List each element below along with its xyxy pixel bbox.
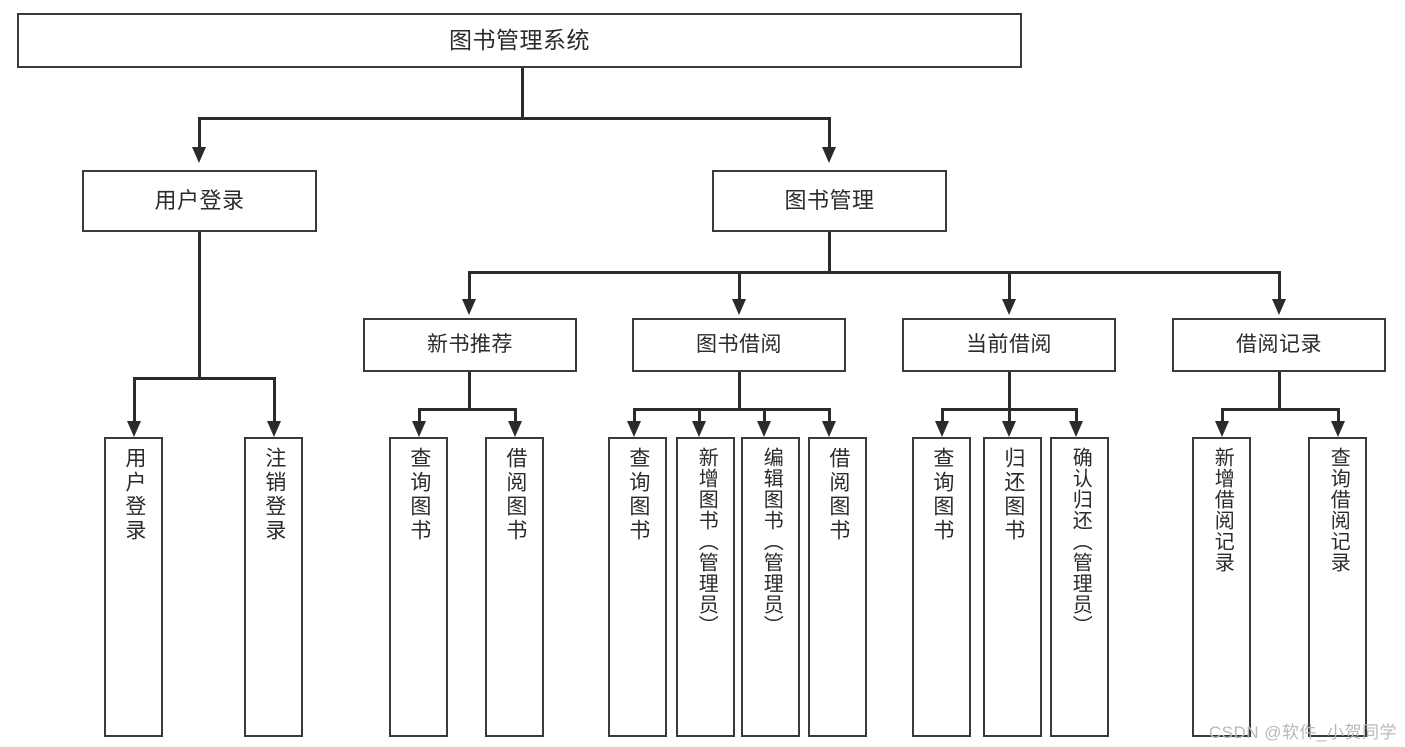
node-label: 图书管理 (784, 187, 875, 213)
node-label: 借阅记录 (1236, 333, 1322, 357)
connector-book-mgmt-branch-2 (738, 271, 741, 299)
node-label: 借阅图书 (503, 447, 527, 543)
arrowhead-to-new-book (462, 299, 476, 315)
arrowhead-book-borrow-leaf-3 (757, 421, 771, 437)
node-new-book-recommend[interactable]: 新书推荐 (363, 318, 577, 372)
connector-book-mgmt-bus (468, 271, 1281, 274)
arrowhead-current-borrow-leaf-2 (1002, 421, 1016, 437)
node-label: 查询图书 (626, 447, 650, 543)
leaf-new-book-query-book[interactable]: 查询图书 (389, 437, 448, 737)
connector-book-mgmt-branch-4 (1278, 271, 1281, 299)
leaf-current-borrow-return-book[interactable]: 归还图书 (983, 437, 1042, 737)
arrowhead-book-borrow-leaf-1 (627, 421, 641, 437)
connector-user-login-branch-2 (273, 377, 276, 421)
connector-book-borrow-branch-2 (698, 408, 701, 421)
connector-current-borrow-branch-3 (1075, 408, 1078, 421)
leaf-new-book-borrow-book[interactable]: 借阅图书 (485, 437, 544, 737)
node-label: 注销登录 (262, 447, 286, 543)
arrowhead-book-borrow-leaf-2 (692, 421, 706, 437)
connector-borrow-record-branch-1 (1221, 408, 1224, 421)
connector-current-borrow-branch-2 (1008, 408, 1011, 421)
leaf-borrow-record-query-record[interactable]: 查询借阅记录 (1308, 437, 1367, 737)
connector-root-stem (521, 68, 524, 118)
arrowhead-to-book-mgmt (822, 147, 836, 163)
arrowhead-to-current-borrow (1002, 299, 1016, 315)
leaf-book-borrow-edit-book-admin[interactable]: 编辑图书（管理员） (741, 437, 800, 737)
node-current-borrow[interactable]: 当前借阅 (902, 318, 1116, 372)
arrowhead-to-borrow-record (1272, 299, 1286, 315)
leaf-logout-login[interactable]: 注销登录 (244, 437, 303, 737)
node-label: 查询图书 (407, 447, 431, 543)
arrowhead-current-borrow-leaf-3 (1069, 421, 1083, 437)
node-label: 图书借阅 (696, 333, 782, 357)
connector-root-to-user-login (198, 117, 201, 147)
node-label: 用户登录 (122, 447, 146, 543)
arrowhead-user-login-leaf-2 (267, 421, 281, 437)
connector-book-borrow-bus (633, 408, 828, 411)
node-user-login[interactable]: 用户登录 (82, 170, 317, 232)
connector-book-borrow-branch-1 (633, 408, 636, 421)
arrowhead-new-book-leaf-2 (508, 421, 522, 437)
node-label: 新增图书（管理员） (695, 447, 718, 636)
connector-borrow-record-stem (1278, 372, 1281, 409)
connector-new-book-branch-1 (418, 408, 421, 421)
leaf-user-login[interactable]: 用户登录 (104, 437, 163, 737)
node-label: 归还图书 (1001, 447, 1025, 543)
node-root-system[interactable]: 图书管理系统 (17, 13, 1022, 68)
connector-book-borrow-branch-3 (763, 408, 766, 421)
node-label: 确认归还（管理员） (1069, 447, 1092, 636)
node-borrow-record[interactable]: 借阅记录 (1172, 318, 1386, 372)
arrowhead-book-borrow-leaf-4 (822, 421, 836, 437)
node-book-management[interactable]: 图书管理 (712, 170, 947, 232)
leaf-current-borrow-confirm-return-admin[interactable]: 确认归还（管理员） (1050, 437, 1109, 737)
leaf-book-borrow-borrow-book[interactable]: 借阅图书 (808, 437, 867, 737)
arrowhead-user-login-leaf-1 (127, 421, 141, 437)
node-label: 编辑图书（管理员） (760, 447, 783, 636)
connector-new-book-branch-2 (514, 408, 517, 421)
connector-root-bus (198, 117, 830, 120)
connector-borrow-record-branch-2 (1337, 408, 1340, 421)
connector-new-book-bus (418, 408, 516, 411)
connector-root-to-book-mgmt (828, 117, 831, 147)
connector-user-login-stem (198, 232, 201, 378)
arrowhead-to-user-login (192, 147, 206, 163)
leaf-book-borrow-query-book[interactable]: 查询图书 (608, 437, 667, 737)
connector-book-mgmt-stem (828, 232, 831, 272)
node-label: 借阅图书 (826, 447, 850, 543)
connector-book-borrow-branch-4 (828, 408, 831, 421)
node-book-borrow[interactable]: 图书借阅 (632, 318, 846, 372)
connector-user-login-branch-1 (133, 377, 136, 421)
leaf-borrow-record-add-record[interactable]: 新增借阅记录 (1192, 437, 1251, 737)
connector-book-mgmt-branch-3 (1008, 271, 1011, 299)
arrowhead-borrow-record-leaf-2 (1331, 421, 1345, 437)
leaf-current-borrow-query-book[interactable]: 查询图书 (912, 437, 971, 737)
arrowhead-current-borrow-leaf-1 (935, 421, 949, 437)
connector-new-book-stem (468, 372, 471, 409)
node-label: 当前借阅 (966, 333, 1052, 357)
connector-current-borrow-branch-1 (941, 408, 944, 421)
node-label: 图书管理系统 (449, 26, 590, 53)
node-label: 查询借阅记录 (1327, 447, 1350, 573)
arrowhead-to-book-borrow (732, 299, 746, 315)
leaf-book-borrow-add-book-admin[interactable]: 新增图书（管理员） (676, 437, 735, 737)
connector-borrow-record-bus (1221, 408, 1339, 411)
arrowhead-new-book-leaf-1 (412, 421, 426, 437)
node-label: 查询图书 (930, 447, 954, 543)
node-label: 新书推荐 (427, 333, 513, 357)
connector-user-login-bus (133, 377, 275, 380)
node-label: 新增借阅记录 (1211, 447, 1234, 573)
arrowhead-borrow-record-leaf-1 (1215, 421, 1229, 437)
connector-book-mgmt-branch-1 (468, 271, 471, 299)
connector-book-borrow-stem (738, 372, 741, 409)
connector-current-borrow-stem (1008, 372, 1011, 409)
node-label: 用户登录 (154, 187, 245, 213)
